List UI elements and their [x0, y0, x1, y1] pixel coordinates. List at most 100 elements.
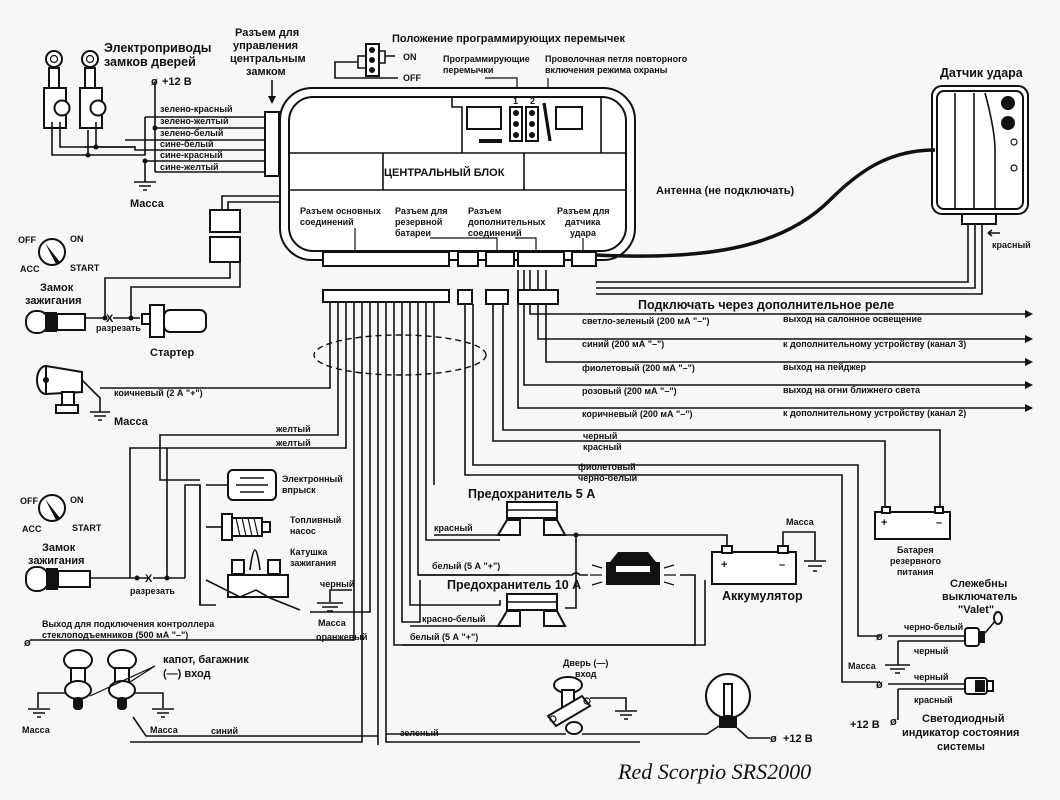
ground-symbol [28, 708, 174, 718]
fuse-10a[interactable] [496, 593, 567, 627]
jumper-on-label: ON [403, 52, 417, 62]
injection-label: Электронный [282, 474, 343, 484]
junction [102, 315, 108, 321]
central-lock-connector-label: замком [246, 66, 286, 78]
ignition-coil [205, 549, 301, 611]
programming-jumpers-label: перемычки [443, 65, 493, 75]
cut-mark: X [145, 573, 153, 585]
valet-wire-label: черно-белый [904, 622, 963, 632]
wire-loop-label: Проволочная петля повторного [545, 54, 688, 64]
plus12-top-label: +12 В [162, 76, 192, 88]
output-wire-label: коричневый (200 мА "–") [582, 409, 693, 419]
wire-loop[interactable] [542, 102, 552, 142]
wire-label-red: красный [434, 523, 473, 533]
wire-label-white: белый (5 А "+") [410, 632, 478, 642]
ground-symbol [804, 560, 826, 572]
ground-symbol [317, 602, 343, 612]
led-wire-label: красный [914, 695, 953, 705]
ignition-top-label: зажигания [25, 295, 82, 307]
wire-label-orange: оранжевый [316, 632, 367, 642]
pointer-lines [485, 77, 549, 88]
central-unit [279, 87, 636, 261]
terminal-symbol: ø [24, 637, 31, 649]
wire-label: сине-красный [160, 150, 223, 160]
light-bulb [705, 673, 770, 739]
relay-header: Подключать через дополнительное реле [638, 298, 894, 312]
fuel-pump-label: насос [290, 526, 316, 536]
diagram-title: Red Scorpio SRS2000 [617, 759, 811, 784]
led-plus12-label: +12 В [850, 719, 880, 731]
connector-pointers [354, 228, 584, 262]
connector-label-backup: резервной [395, 217, 442, 227]
valet-label: выключатель [942, 591, 1018, 603]
door-label: Дверь (—) [563, 658, 608, 668]
fuse-5a[interactable] [496, 501, 567, 536]
ignition-bottom-label: Замок [42, 542, 76, 554]
wire-label-violet: фиолетовый [578, 462, 636, 472]
wire-label-blue: синий [211, 726, 238, 736]
ignition-acc-label: ACC [22, 524, 42, 534]
jumper-2[interactable] [525, 106, 539, 142]
window-controller-label: стеклоподъемников (500 мА "–") [42, 630, 188, 640]
led-label: Светодиодный [922, 713, 1004, 725]
hood-wires [37, 692, 378, 737]
terminal-symbol: ø [890, 716, 897, 728]
harness-plugs [322, 289, 559, 305]
terminal-symbol: ø [876, 679, 883, 691]
starter-motor [141, 304, 207, 338]
white-wire-2 [402, 574, 696, 646]
wire-label-black: черный [320, 579, 354, 589]
valet-label: Слежебны [950, 578, 1007, 590]
door-actuators-label-2: замков дверей [104, 55, 196, 69]
door-ground-wire [590, 697, 627, 710]
backup-battery-label: питания [897, 567, 934, 577]
door-plus12-label: +12 В [783, 733, 813, 745]
valet-ground-label: Масса [848, 661, 877, 671]
connector-label-backup: Разъем для [395, 206, 448, 216]
starter-wires [85, 262, 241, 319]
ground-symbol [615, 710, 637, 720]
siren-ground-label: Масса [114, 416, 149, 428]
jumper-2-number: 2 [530, 96, 535, 106]
connector-label-main: соединений [300, 217, 354, 227]
fuel-pump [206, 513, 271, 541]
connector-label-shock: датчика [565, 217, 601, 227]
ignition-start-label: START [70, 263, 100, 273]
wire-loop-label: включения режима охраны [545, 65, 668, 75]
output-wire-label: светло-зеленый (200 мА "–") [582, 316, 710, 326]
jumper-1[interactable] [509, 106, 523, 142]
output-purpose-label: выход на пейджер [783, 362, 866, 372]
valet-switch[interactable] [964, 611, 1003, 647]
connector-label-shock: удара [570, 228, 597, 238]
shock-sensor-wire-label: красный [992, 240, 1031, 250]
wire-label: сине-желтый [160, 162, 219, 172]
programming-jumpers-label: Программирующие [443, 54, 530, 64]
ground-symbol [885, 664, 910, 674]
ignition-acc-label: ACC [20, 264, 40, 274]
led-wires [888, 683, 965, 720]
coil-label: зажигания [290, 558, 336, 568]
car-icon [590, 552, 676, 586]
backup-battery-label: Батарея [897, 545, 934, 555]
terminal-symbol: ø [876, 631, 883, 643]
siren-wire-label: коичневый (2 А "+") [114, 388, 203, 398]
wire-label: зелено-белый [160, 128, 223, 138]
jumper-off-label: OFF [403, 73, 421, 83]
cut-label-top: разрезать [96, 323, 141, 333]
ignition-key-bottom [25, 566, 91, 592]
led-indicator [964, 677, 994, 695]
output-wire-label: фиолетовый (200 мА "–") [582, 363, 695, 373]
shock-sensor [931, 85, 1029, 225]
wire-label-red: красный [583, 442, 622, 452]
cut-mark: X [106, 313, 114, 325]
ignition-bottom-label: зажигания [28, 555, 85, 567]
antenna-label: Антенна (не подключать) [656, 185, 794, 197]
white-wire-1 [418, 572, 588, 576]
ground-label: Масса [318, 618, 347, 628]
connector-label-additional: Разъем [468, 206, 502, 216]
ground-label: Масса [22, 725, 51, 735]
siren-ground-wire [81, 379, 101, 412]
output-purpose-label: выход на салонное освещение [783, 314, 922, 324]
ground-symbol [90, 411, 110, 421]
battery-plus: + [721, 559, 727, 571]
